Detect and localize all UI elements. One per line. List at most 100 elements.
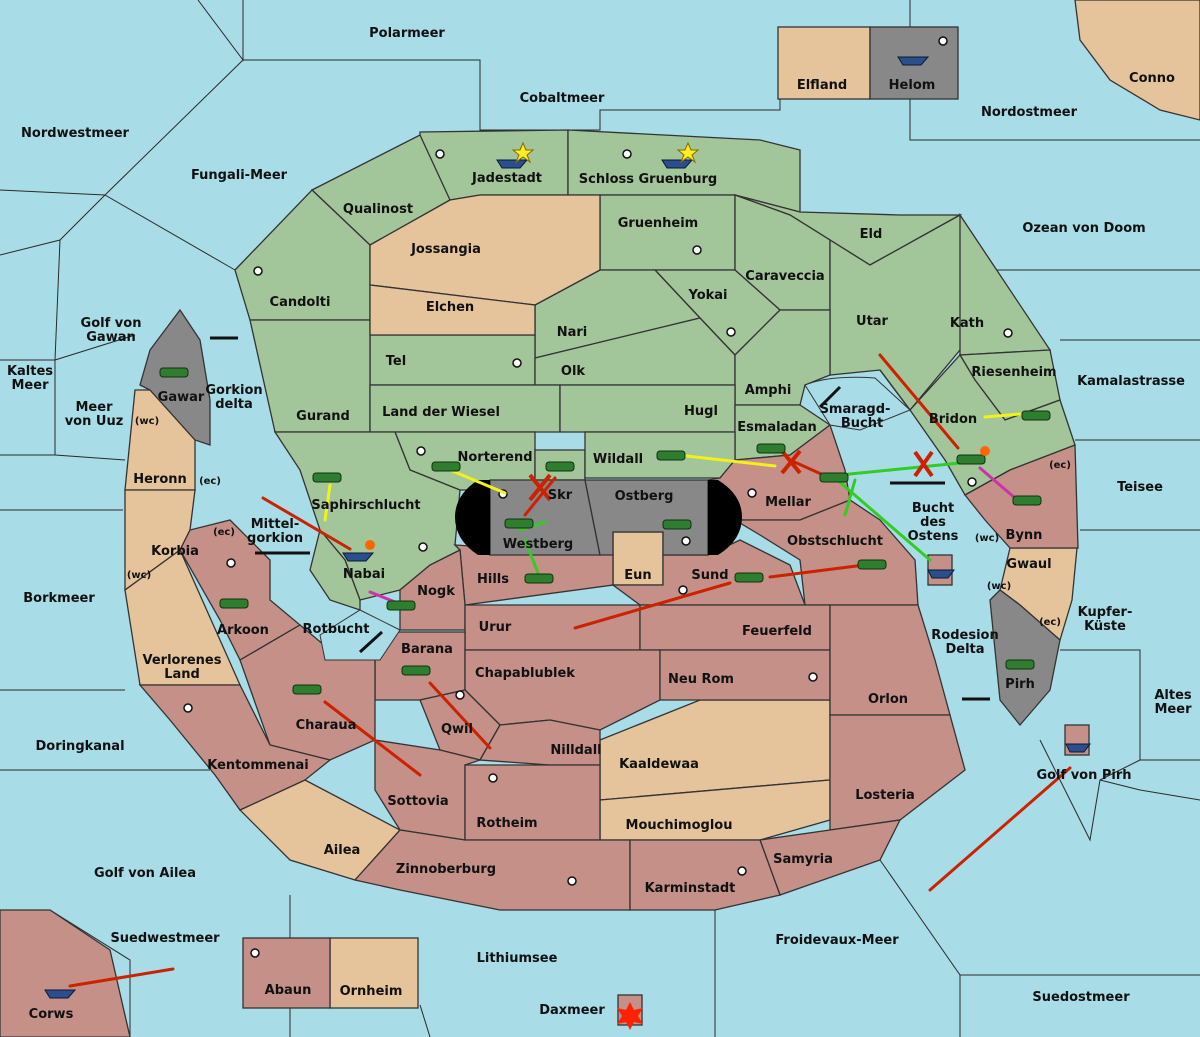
label-verlorenes-1: Verlorenes [142,653,221,668]
sea-bucht-1: Bucht [912,501,954,516]
region-karminstadt[interactable] [629,839,781,911]
label-jadestadt: Jadestadt [471,171,542,186]
region-elchen[interactable] [369,284,536,336]
label-hugl: Hugl [684,404,718,419]
label-jossangia: Jossangia [410,242,481,257]
sea-froidevaux: Froidevaux-Meer [775,933,899,948]
label-utar: Utar [856,314,889,329]
label-gawar: Gawar [158,390,205,405]
label-charaua: Charaua [296,718,357,733]
label-westberg: Westberg [503,537,573,552]
label-hills: Hills [477,572,509,587]
region-kentommenai[interactable] [138,684,332,811]
label-verlorenes-2: Land [164,667,200,682]
tunnel-west-cap [455,480,490,555]
label-losteria: Losteria [855,788,915,803]
label-amphi: Amphi [745,383,792,398]
sea-altes-1: Altes [1154,688,1192,703]
sea-smaragd-1: Smaragd- [820,402,891,417]
label-nari: Nari [557,325,588,340]
region-pirh[interactable] [989,589,1061,727]
label-elfland: Elfland [797,78,847,93]
label-candolti: Candolti [270,295,331,310]
coast-bynn-wc: (wc) [975,533,999,544]
label-urur: Urur [479,620,512,635]
region-elfland[interactable] [777,26,871,100]
sea-kupfer-1: Kupfer- [1078,605,1133,620]
region-bridon[interactable] [879,353,1076,496]
sea-kamala: Kamalastrasse [1077,374,1185,389]
label-norterend: Norterend [457,450,532,465]
sea-doring: Doringkanal [35,739,124,754]
label-mouchi: Mouchimoglou [626,818,733,833]
region-orlon[interactable] [829,604,951,716]
label-riesenheim: Riesenheim [971,365,1056,380]
label-bridon: Bridon [929,412,977,427]
region-arkoon[interactable] [179,519,302,661]
label-caraveccia: Caraveccia [745,269,824,284]
sea-labels: Polarmeer Cobaltmeer Nordwestmeer Fungal… [7,26,1192,1018]
region-obstschlucht[interactable] [732,499,919,606]
region-corws[interactable] [0,909,131,1037]
sea-uuz-1: Meer [76,400,114,415]
coast-bynn-ec: (ec) [1049,460,1071,471]
sea-dax: Daxmeer [539,1003,605,1018]
label-samyria: Samyria [773,852,833,867]
label-mellar: Mellar [765,495,811,510]
label-elchen: Elchen [426,300,474,315]
label-arkoon: Arkoon [217,623,269,638]
label-ostberg: Ostberg [615,489,674,504]
region-ornheim[interactable] [329,937,419,1009]
label-nogk: Nogk [417,584,455,599]
sea-smaragd-2: Bucht [841,416,883,431]
coast-korbia-wc: (wc) [127,570,151,581]
label-karminstadt: Karminstadt [645,881,736,896]
sea-bucht-2: des [920,515,946,530]
label-landwiesel: Land der Wiesel [382,405,500,420]
sea-gorkion-1: Gorkion [205,383,262,398]
sea-golf-gawan-1: Golf von [81,316,142,331]
cut-marks [528,449,934,502]
sea-kupfer-2: Küste [1084,619,1126,634]
label-eun: Eun [624,568,651,583]
double-arrows [210,336,990,701]
region-gruenheim[interactable] [599,194,736,271]
label-ornheim: Ornheim [340,984,403,999]
label-gurand: Gurand [296,409,350,424]
sea-cobaltmeer: Cobaltmeer [520,91,605,106]
sea-mittel-1: Mittel- [251,517,300,532]
sea-suedwest: Suedwestmeer [110,931,220,946]
label-sottovia: Sottovia [387,794,448,809]
label-tel: Tel [386,354,406,369]
red-territories [0,423,1090,1037]
coast-korbia-ec: (ec) [213,527,235,538]
coast-heronn-ec: (ec) [199,476,221,487]
label-korbia: Korbia [151,544,199,559]
label-bynn: Bynn [1006,528,1043,543]
label-pirh: Pirh [1005,677,1035,692]
sea-lithium: Lithiumsee [477,951,558,966]
label-nabai: Nabai [343,567,385,582]
sea-nordwestmeer: Nordwestmeer [21,126,129,141]
sea-rotbucht: Rotbucht [303,622,370,637]
region-neu-rom[interactable] [659,649,831,701]
inner-bays [319,376,911,661]
sea-kaltes-2: Meer [12,378,50,393]
label-gwaul: Gwaul [1006,557,1051,572]
region-heronn[interactable] [124,389,196,491]
label-barana: Barana [401,642,453,657]
sea-ozean: Ozean von Doom [1022,221,1145,236]
label-qwil: Qwil [441,722,473,737]
sea-fungali: Fungali-Meer [191,168,288,183]
neutral-territories [124,0,1200,1009]
sea-gorkion-2: delta [215,397,253,412]
sea-kaltes-1: Kaltes [7,364,53,379]
sea-teisee: Teisee [1117,480,1163,495]
sea-altes-2: Meer [1155,702,1193,717]
region-losteria[interactable] [829,714,966,831]
region-conno[interactable] [1074,0,1200,121]
impassable-territories [139,26,1061,727]
province-labels: Elfland Helom Jadestadt Schloss Gruenbur… [29,78,1057,1022]
label-sund: Sund [691,568,728,583]
